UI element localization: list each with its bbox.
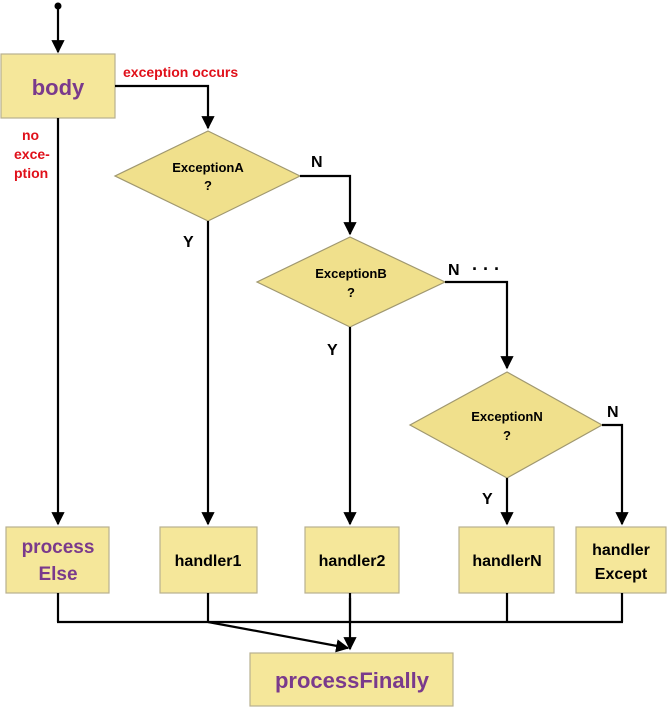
exceptionB-label: ExceptionB (315, 266, 387, 281)
exceptionA-label: ExceptionA (172, 160, 244, 175)
continuation-ellipsis: · · · (472, 259, 500, 279)
exceptionA-question: ? (204, 178, 212, 193)
exceptionN-question: ? (503, 428, 511, 443)
edge-exceptionA-no (300, 174, 357, 236)
process-else-label-2: Else (38, 564, 77, 585)
exceptionN-yes-label: Y (482, 491, 493, 508)
body-label: body (32, 75, 85, 100)
no-exception-label-1: no (22, 127, 39, 143)
exceptionN-no-label: N (607, 404, 619, 421)
process-finally-box (249, 652, 454, 707)
handler-except-box (575, 526, 667, 594)
edge-exceptionB-no (445, 280, 514, 370)
handler-except-label-1: handler (592, 542, 650, 559)
body-box (0, 53, 116, 119)
process-finally-label: processFinally (275, 668, 430, 693)
no-exception-label-3: ption (14, 165, 48, 181)
exceptionA-no-label: N (311, 154, 323, 171)
edge-handler1-to-finally (207, 620, 350, 653)
decision-exceptionN (408, 371, 604, 479)
exceptionB-question: ? (347, 285, 355, 300)
no-exception-label-2: exce- (14, 146, 50, 162)
edge-body-to-exceptionA (115, 84, 215, 130)
edge-exceptionN-no (602, 423, 629, 526)
decision-exceptionA (113, 130, 302, 222)
handlerN-box (458, 526, 555, 594)
exceptionA-yes-label: Y (183, 234, 194, 251)
exceptionB-no-label: N (448, 262, 460, 279)
handler1-label: handler1 (175, 553, 242, 570)
exceptionN-label: ExceptionN (471, 409, 543, 424)
handlerN-label: handlerN (472, 553, 541, 570)
handler-except-label-2: Except (595, 566, 648, 583)
handler2-label: handler2 (319, 553, 386, 570)
decision-exceptionB (255, 236, 447, 328)
exceptionB-yes-label: Y (327, 342, 338, 359)
handler1-box (159, 526, 258, 594)
exception-occurs-label: exception occurs (123, 64, 238, 80)
process-else-label-1: process (22, 537, 95, 558)
handler2-box (304, 526, 400, 594)
process-else-box (5, 526, 110, 594)
